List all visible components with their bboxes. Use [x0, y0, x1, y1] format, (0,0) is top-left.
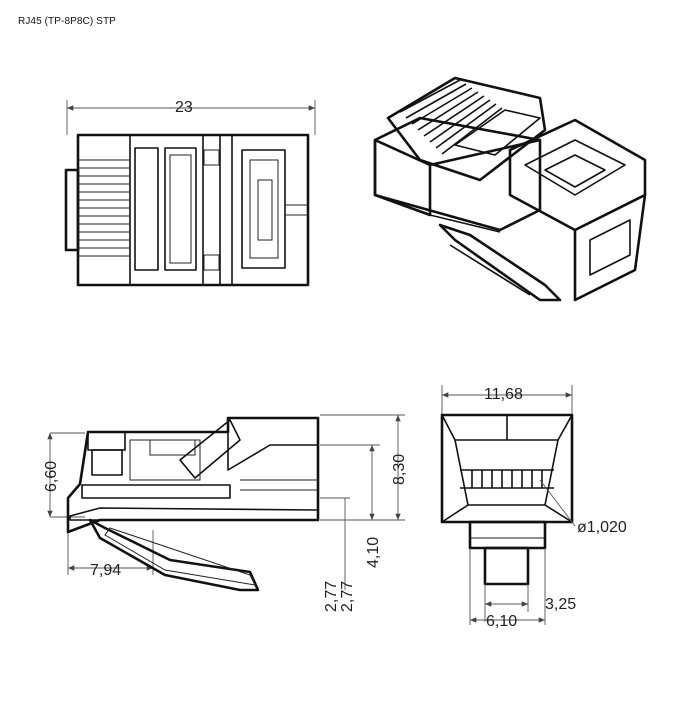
- dim-height-body: 6,60: [43, 461, 60, 492]
- isometric-view: [373, 76, 647, 302]
- dim-height-total: 8,30: [391, 454, 408, 485]
- dim-latch-a: 2,77: [323, 581, 340, 612]
- side-section-view: 6,60 8,30 4,10 2,77 2,77 7,94: [43, 414, 408, 612]
- front-view: 11,68 ø1,020: [440, 385, 627, 630]
- dim-front-width: 11,68: [484, 386, 523, 403]
- dim-height-lower: 4,10: [365, 537, 382, 568]
- top-view: 23: [64, 99, 316, 287]
- dim-base-width: 6,10: [486, 613, 517, 630]
- dim-tab-width: 3,25: [545, 596, 576, 613]
- dim-latch-length: 7,94: [90, 562, 121, 579]
- drawing-title: RJ45 (TP-8P8C) STP: [18, 16, 116, 27]
- dim-contact-diameter: ø1,020: [577, 519, 627, 536]
- dim-top-width: 23: [175, 99, 193, 116]
- dim-latch-b: 2,77: [339, 581, 356, 612]
